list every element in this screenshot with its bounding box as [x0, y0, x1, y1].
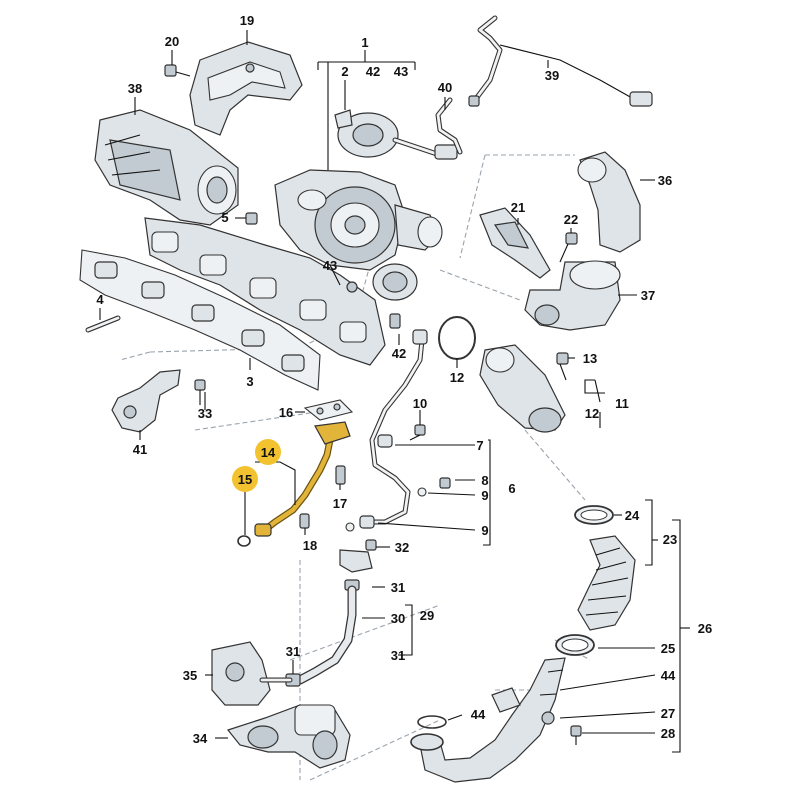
callout-37: 37 — [641, 288, 655, 303]
callout-14: 14 — [261, 445, 276, 460]
callout-6: 6 — [508, 481, 515, 496]
part-43-nut — [346, 281, 358, 293]
callout-24: 24 — [625, 508, 640, 523]
part-40-bracket — [435, 97, 463, 155]
callout-41: 41 — [133, 442, 147, 457]
callout-39: 39 — [545, 68, 559, 83]
part-4-stud — [85, 315, 121, 333]
callout-36: 36 — [658, 173, 672, 188]
callout-31-lower: 31 — [391, 648, 405, 663]
callout-15: 15 — [238, 472, 252, 487]
callout-4: 4 — [96, 292, 104, 307]
callout-9-lower: 9 — [481, 523, 488, 538]
part-26-charge-air-pipe — [419, 657, 566, 783]
callout-44-right: 44 — [661, 668, 676, 683]
part-19-heat-shield — [189, 41, 303, 136]
callout-32: 32 — [395, 540, 409, 555]
callout-12-mid: 12 — [450, 370, 464, 385]
part-11-component — [479, 344, 566, 433]
part-18-bolt — [299, 513, 310, 529]
callout-28: 28 — [661, 726, 675, 741]
part-41-bracket — [111, 369, 181, 433]
callout-2: 2 — [341, 64, 348, 79]
callout-26: 26 — [698, 621, 712, 636]
part-10-bolt — [409, 424, 426, 441]
part-44-seal — [410, 715, 447, 751]
callout-38: 38 — [128, 81, 142, 96]
part-14-oil-return-pipe — [254, 421, 351, 537]
callout-31-bottom: 31 — [286, 644, 300, 659]
part-23-hose — [577, 535, 636, 631]
part-17-bolt — [335, 465, 346, 485]
part-5-bolt — [245, 212, 258, 225]
callout-35: 35 — [183, 668, 197, 683]
callout-33: 33 — [198, 406, 212, 421]
callout-19: 19 — [240, 13, 254, 28]
part-39-exhaust-temp-sensor — [468, 15, 653, 107]
part-2-wastegate-actuator — [334, 109, 458, 160]
callout-22: 22 — [564, 212, 578, 227]
callout-1: 1 — [361, 35, 368, 50]
part-36-intake-pipe — [577, 151, 641, 253]
callout-11: 11 — [615, 396, 629, 411]
part-16-gasket — [303, 399, 354, 421]
callout-43-top: 43 — [394, 64, 408, 79]
part-13-bolt — [556, 352, 569, 381]
callout-21: 21 — [511, 200, 525, 215]
callout-40: 40 — [438, 80, 452, 95]
highlight-badge-14 — [255, 439, 281, 465]
part-32-bolt — [365, 539, 377, 551]
part-15-gasket-ring — [237, 535, 251, 547]
callout-8: 8 — [481, 473, 488, 488]
callout-18: 18 — [303, 538, 317, 553]
part-35-coolant-flange — [211, 641, 293, 706]
part-25-clamp — [555, 634, 595, 656]
part-number-callouts: 19 20 1 2 42 43 40 39 38 5 36 21 22 43 3… — [96, 13, 712, 746]
part-3-exhaust-manifold — [144, 217, 386, 366]
part-24-clamp — [574, 505, 614, 525]
callout-43-mid: 43 — [323, 258, 337, 273]
part-37-intake-elbow — [524, 260, 621, 331]
part-4-manifold-gasket — [79, 249, 321, 391]
highlight-badges — [232, 439, 281, 492]
part-6-oil-supply-line — [345, 329, 451, 532]
callout-7: 7 — [476, 438, 483, 453]
callout-3: 3 — [246, 374, 253, 389]
callout-30: 30 — [391, 611, 405, 626]
part-1-turbocharger — [274, 169, 443, 301]
callout-34: 34 — [193, 731, 208, 746]
callout-20: 20 — [165, 34, 179, 49]
part-34-egr-housing — [226, 704, 351, 769]
callout-29: 29 — [420, 608, 434, 623]
callout-31-top: 31 — [391, 580, 405, 595]
callout-9-upper: 9 — [481, 488, 488, 503]
callout-42-mid: 42 — [392, 346, 406, 361]
callout-44-left: 44 — [471, 707, 486, 722]
part-42-fitting — [389, 313, 401, 329]
callout-16: 16 — [279, 405, 293, 420]
callout-42-top: 42 — [366, 64, 380, 79]
callout-25: 25 — [661, 641, 675, 656]
callout-12-right: 12 — [585, 406, 599, 421]
callout-10: 10 — [413, 396, 427, 411]
part-27-nut — [541, 711, 555, 725]
callout-5: 5 — [221, 210, 228, 225]
part-21-bracket — [479, 207, 551, 279]
part-20-bolt — [164, 64, 191, 77]
part-29-coolant-hose — [285, 549, 373, 687]
callout-13: 13 — [583, 351, 597, 366]
part-12-sealing-ring — [438, 316, 476, 360]
callout-23: 23 — [663, 532, 677, 547]
highlight-badge-15 — [232, 466, 258, 492]
callout-27: 27 — [661, 706, 675, 721]
part-22-bolt — [559, 232, 578, 263]
part-38-heat-shield — [94, 109, 239, 226]
leader-lines — [99, 30, 690, 753]
part-28-bolt — [570, 725, 582, 745]
part-33-bolt — [194, 379, 206, 405]
callout-17: 17 — [333, 496, 347, 511]
